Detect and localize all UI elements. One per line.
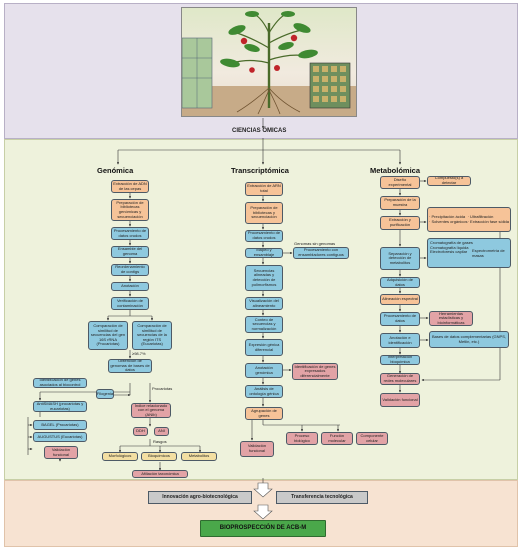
metabolomica-step-9: Interpretación bioquímica [380,355,420,365]
metabolomica-ec: Electroforesis capilar [430,249,468,255]
genomica-ddh: DDH [133,427,148,436]
metabolomica-step-3: Extracción y purificación [380,216,420,230]
plant-illustration [181,7,357,117]
genomica-augustus: AUGUSTUS (Eucariotas) [33,432,87,442]
genomica-ani: ANI [154,427,169,436]
metabolomica-extraccion-b: · Ultrafiltración · Extracción fase sóli… [467,213,509,224]
transcriptomica-step-5: Secuencias alineadas y detección de poli… [245,265,283,291]
genomica-filogenia: Filogenia [96,389,114,399]
metabolomica-step-6: Alineación espectral [380,294,420,305]
transcriptomica-step-9: Anotación genómica [245,363,283,378]
metabolomica-extraccion-metodos: · Precipitación ácida · Solventes orgáni… [427,207,511,232]
metabolomica-cl: Cromatografía líquida [430,244,469,250]
genomica-step-8: Comparación de similitud de secuencias d… [88,321,128,350]
transcriptomica-step-6: Visualización del alineamiento [245,297,283,310]
genomica-metabolitos: Metabolitos [181,452,217,461]
innovacion-label: Innovación agro-biotecnológica [148,491,252,504]
genomica-similarity-threshold: ≥98.7% [132,351,146,356]
metabolomica-step-7: Procesamiento de datos [380,312,420,326]
transcriptomica-ensambladores: Procesamiento con ensambladores contiguo… [293,247,349,259]
genomica-step-7: Verificación de contaminación [111,297,149,310]
genomica-antismash: AntiSMASH (procariotas y eucariotas) [33,401,87,412]
genomica-step-9: Comparación de similitud de secuencias d… [132,321,172,350]
genomica-step-3: Procesamiento de datos crudos [111,227,149,240]
transcriptomica-genes-expresados: Identificación de genes expresados difer… [292,363,338,380]
genomica-bagel: BAGEL (Procariotas) [33,420,87,430]
metabolomica-step-1: Diseño experimental [380,176,420,189]
transcriptomica-proceso-biologico: Proceso biológico [286,432,318,445]
transcriptomica-step-10: Análisis de ontología génica [245,385,283,398]
transcriptomica-heading: Transcriptómica [231,166,289,175]
genomica-step-2: Preparación de bibliotecas genómicas y s… [111,199,149,221]
genomica-step-6: Anotación [111,282,149,291]
genomica-step-10: Obtención de genomas de bases de datos [108,359,152,373]
genomica-step-1: Extracción de ADN de las cepas [111,180,149,193]
transcriptomica-step-1: Extracción de ARN total [245,182,283,196]
genomica-biocontrol-genes: Identificación de genes asociados al bio… [33,378,87,388]
bioprospeccion-title: BIOPROSPECCIÓN DE ACB-M [200,520,326,537]
metabolomica-heading: Metabolómica [370,166,421,175]
metabolomica-step-8: Anotación e identificación [380,333,420,348]
transcriptomica-step-8: Expresión génica diferencial [245,339,283,356]
genomica-bioquimicos: Bioquímicos [141,452,177,461]
genomica-anib: Índice relacionado con el genoma (ANIb) [131,403,171,418]
genomica-validacion: Validación funcional [44,446,78,459]
transcriptomica-step-3: Procesamiento de datos crudos [245,230,283,242]
transcriptomica-componente-celular: Componente celular [356,432,388,445]
ciencias-omicas-title: CIENCIAS ÓMICAS [232,128,287,134]
metabolomica-step-5: Adquisición de datos [380,277,420,288]
transcriptomica-step-7: Conteo de secuencias y normalización [245,316,283,333]
metabolomica-step-11: Validación funcional [380,393,420,407]
transcriptomica-genomas-label: Genomas sin genomas [294,241,336,246]
metabolomica-bases-datos: Bases de datos complementarias (GNPS, Me… [429,331,509,348]
genomica-morfologicos: Morfológicos [102,452,138,461]
transcriptomica-step-2: Preparación de bibliotecas y secuenciaci… [245,202,283,224]
metabolomica-separacion-metodos: Cromatografía de gases Cromatografía líq… [427,238,511,268]
genomica-rasgos-label: Rasgos [153,439,167,444]
metabolomica-step-4: Separación y detección de metabolitos [380,247,420,270]
metabolomica-extraccion-a: · Precipitación ácida · Solventes orgáni… [429,213,468,224]
metabolomica-step-2: Preparación de la muestra [380,196,420,210]
metabolomica-em: Espectrometría de masas [472,248,505,258]
transcriptomica-step-4: Mapeo y ensamblaje [245,248,283,258]
genomica-step-4: Ensamble del genoma [111,246,149,258]
transferencia-label: Transferencia tecnológica [276,491,368,504]
metabolomica-cg: Cromatografía de gases [430,240,473,245]
metabolomica-compuestos: Compuesto(s) a detectar [427,176,471,186]
metabolomica-herramientas: Herramientas estadísticas y bioinformáti… [429,311,473,326]
genomica-heading: Genómica [97,166,134,175]
genomica-step-5: Reordenamiento de contigs [111,264,149,276]
transcriptomica-validacion: Validación funcional [240,441,274,457]
genomica-afiliacion: Afiliación taxonómica [132,470,188,478]
transcriptomica-step-11: Agrupación de genes [245,407,283,420]
metabolomica-step-10: Generación de redes moleculares [380,373,420,385]
transcriptomica-funcion-molecular: Función molecular [321,432,353,445]
genomica-procariotas-label: Procariotas [152,386,173,391]
